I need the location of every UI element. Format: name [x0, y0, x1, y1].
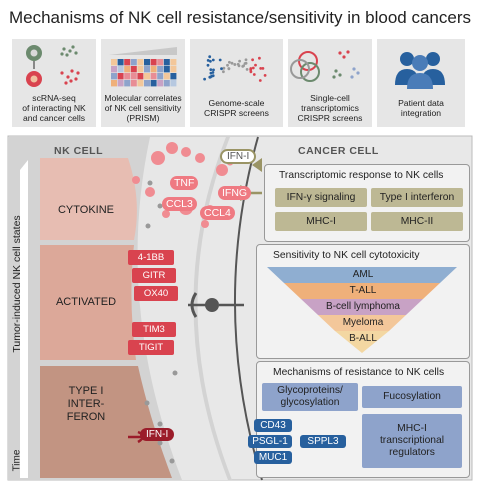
cancer-membrane — [233, 136, 263, 481]
sensitivity-box: Sensitivity to NK cell cytotoxicity AML … — [256, 244, 470, 359]
synapse-ligand — [205, 298, 219, 312]
cytokine-ccl4: CCL4 — [200, 206, 235, 220]
state-cytokine-shape — [40, 158, 137, 240]
receptor-gitr: GITR — [132, 268, 176, 283]
patients-icon — [395, 52, 445, 89]
cancer-cell-header: CANCER CELL — [298, 145, 379, 157]
sensitivity-triangle — [267, 267, 457, 353]
figure-title: Mechanisms of NK cell resistance/sensiti… — [8, 8, 472, 27]
chip-glycoproteins: Glycoproteins/glycosylation — [262, 383, 358, 411]
gene-sppl3: SPPL3 — [300, 435, 346, 448]
state-activated: ACTIVATED — [55, 296, 117, 308]
heatmap-icon — [109, 47, 177, 87]
cytokine-tnf: TNF — [170, 176, 199, 190]
scrna-seq-icon — [26, 45, 80, 87]
gene-cd43: CD43 — [254, 419, 292, 432]
nk-membrane-band — [137, 137, 228, 480]
transcriptomic-title: Transcriptomic response to NK cells — [279, 170, 444, 181]
level-aml: AML — [352, 269, 374, 280]
resistance-title: Mechanisms of resistance to NK cells — [273, 367, 445, 378]
panel-single-cell-crispr — [288, 39, 372, 127]
receptor-4-1bb: 4-1BB — [128, 250, 174, 265]
chip-mhc-i: MHC-I — [275, 212, 367, 231]
nk-cell-header: NK CELL — [54, 145, 103, 157]
crispr-screen-icon — [203, 55, 267, 82]
state-activated-shape — [40, 245, 136, 360]
panel-patient-data — [377, 39, 465, 127]
nk-states-label: Tumor-induced NK cell states — [11, 215, 23, 353]
panel-scrna-seq — [12, 39, 96, 127]
gene-muc1: MUC1 — [254, 451, 292, 464]
single-cell-crispr-icon — [290, 50, 360, 82]
chip-ifng-signaling: IFN-γ signaling — [275, 188, 367, 207]
receptor-tigit: TIGIT — [128, 340, 174, 355]
level-b-cell-lymphoma: B-cell lymphoma — [326, 301, 400, 312]
chip-type-i-interferon: Type I interferon — [371, 188, 463, 207]
chip-mhc-ii: MHC-II — [371, 212, 463, 231]
level-b-all: B-ALL — [349, 333, 377, 344]
cytokine-ifng: IFNG — [218, 186, 252, 200]
ifn-i-nk: IFN-I — [140, 428, 175, 441]
state-interferon-shape — [40, 366, 172, 478]
panel-crispr — [190, 39, 283, 127]
cytokine-ccl3: CCL3 — [162, 197, 197, 211]
gene-psgl-1: PSGL-1 — [248, 435, 292, 448]
ifn-i-cancer: IFN-I — [220, 149, 257, 164]
sensitivity-title: Sensitivity to NK cell cytotoxicity — [273, 250, 420, 261]
level-myeloma: Myeloma — [342, 317, 384, 328]
time-gradient — [20, 160, 28, 478]
transcriptomic-box: Transcriptomic response to NK cells IFN-… — [264, 164, 470, 242]
state-cytokine: CYTOKINE — [57, 204, 115, 216]
panel-prism — [101, 39, 185, 127]
receptor-tim3: TIM3 — [132, 322, 176, 337]
level-t-all: T-ALL — [349, 285, 377, 296]
chip-fucosylation: Fucosylation — [362, 386, 462, 408]
time-label: Time — [11, 449, 23, 472]
receptor-ox40: OX40 — [134, 286, 178, 301]
